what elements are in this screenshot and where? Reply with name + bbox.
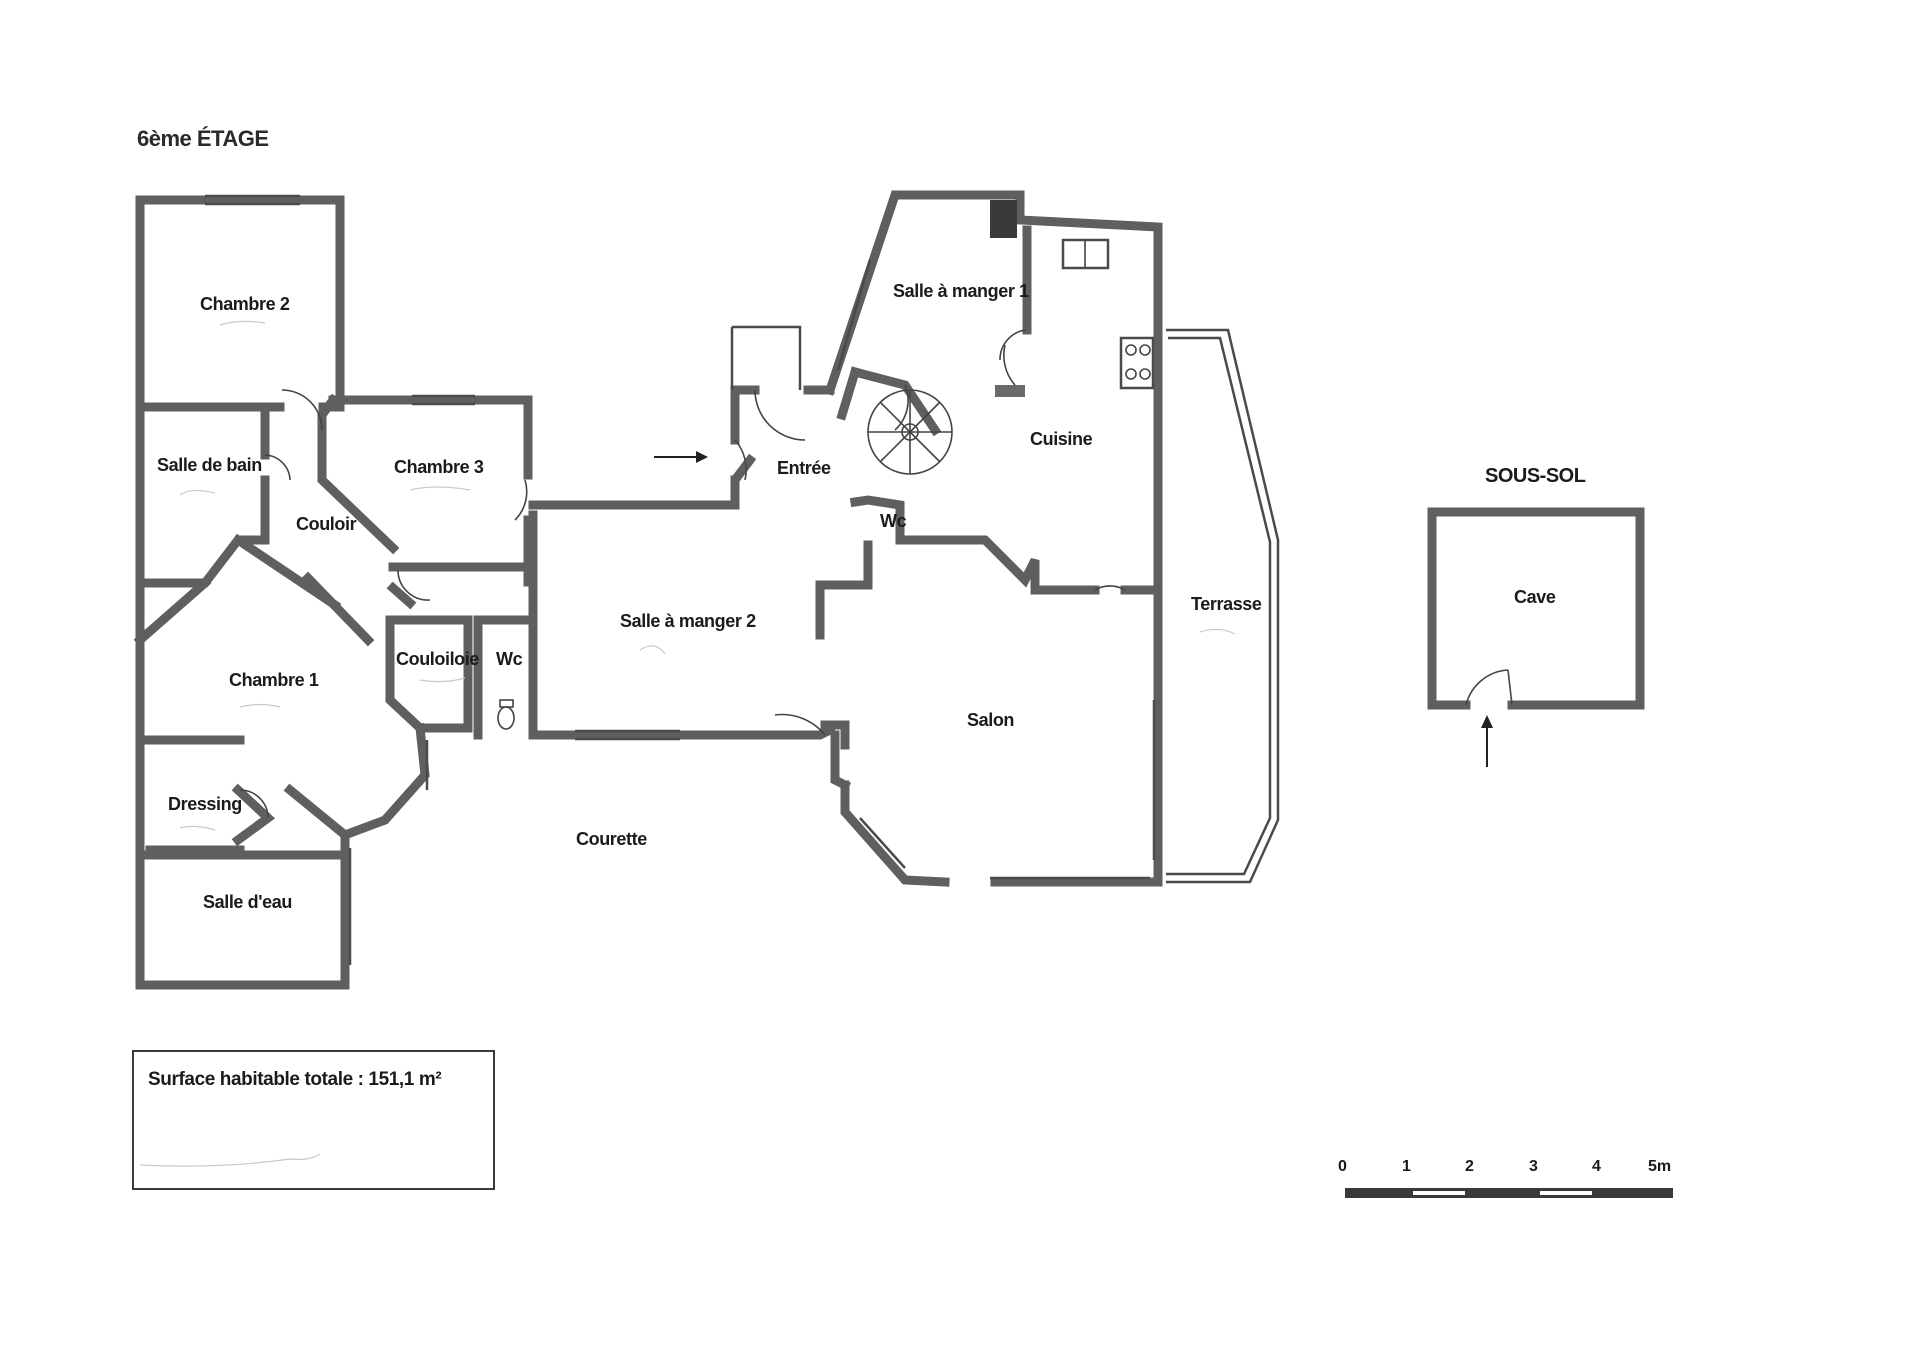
room-label-chambre-2: Chambre 2 [200, 294, 290, 314]
scale-tick-1: 1 [1402, 1158, 1411, 1175]
basement-room-label: Cave [1514, 587, 1556, 607]
cooktop-icon [1119, 336, 1155, 390]
scale-tick-0: 0 [1338, 1158, 1347, 1175]
scale-tick-3: 3 [1529, 1158, 1538, 1175]
room-label-couloiloie: Couloiloie [396, 649, 479, 669]
scale-bar: 0 1 2 3 4 5m [1338, 1158, 1673, 1198]
room-label-salle-a-manger-2: Salle à manger 2 [620, 611, 756, 631]
room-label-terrasse: Terrasse [1191, 594, 1262, 614]
surface-box: Surface habitable totale : 151,1 m² [132, 1050, 495, 1190]
room-label-chambre-3: Chambre 3 [394, 457, 484, 477]
room-label-couloir: Couloir [296, 514, 357, 534]
room-label-salle-de-bain: Salle de bain [157, 455, 262, 475]
room-label-cuisine: Cuisine [1030, 429, 1093, 449]
spiral-staircase-icon [867, 389, 953, 475]
room-label-courette: Courette [576, 829, 647, 849]
scale-tick-2: 2 [1465, 1158, 1474, 1175]
basement-entrance-arrow-icon [1481, 715, 1493, 767]
room-label-wc-left: Wc [496, 649, 523, 669]
room-label-entree: Entrée [777, 458, 831, 478]
room-label-salon: Salon [967, 710, 1014, 730]
left-wing-walls [133, 194, 538, 990]
room-label-salle-deau: Salle d'eau [203, 892, 292, 912]
toilet-icon [497, 706, 515, 730]
room-labels: Chambre 2 Salle de bain Chambre 3 Couloi… [157, 281, 1262, 912]
faint-marks [139, 320, 1236, 1167]
floor-title: 6ème ÉTAGE [137, 126, 269, 151]
room-label-wc-right: Wc [880, 511, 907, 531]
scale-tick-4: 4 [1592, 1158, 1601, 1175]
room-label-chambre-1: Chambre 1 [229, 670, 319, 690]
basement-title: SOUS-SOL [1485, 465, 1586, 487]
room-label-salle-a-manger-1: Salle à manger 1 [893, 281, 1029, 301]
chimney-icon [990, 200, 1017, 238]
entrance-arrow-icon [654, 451, 708, 463]
scale-tick-5: 5m [1648, 1158, 1671, 1175]
right-wing-walls [528, 190, 1280, 887]
surface-label: Surface habitable totale : 151,1 m² [148, 1069, 441, 1090]
basement: SOUS-SOL Cave [1427, 465, 1645, 767]
room-label-dressing: Dressing [168, 794, 242, 814]
